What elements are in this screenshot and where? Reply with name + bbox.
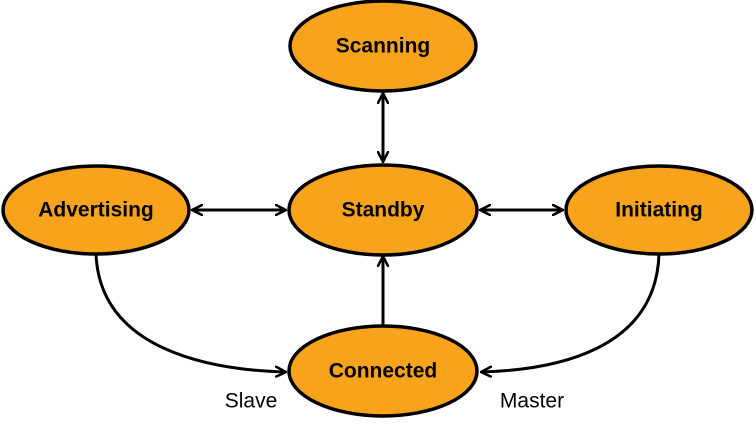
state-advertising-label: Advertising [38, 199, 154, 222]
state-connected: Connected [287, 324, 479, 418]
edge-label-master: Master [500, 390, 564, 413]
edge-label-slave: Slave [225, 390, 278, 413]
state-standby: Standby [287, 163, 479, 257]
state-scanning: Scanning [288, 0, 478, 93]
state-standby-label: Standby [342, 199, 425, 222]
state-advertising-shape [1, 164, 191, 256]
state-standby-shape [287, 163, 479, 257]
state-scanning-label: Scanning [336, 35, 431, 58]
edge-initiating-connected [481, 253, 661, 372]
state-initiating: Initiating [564, 164, 754, 256]
state-connected-shape [287, 324, 479, 418]
state-advertising: Advertising [1, 164, 191, 256]
state-initiating-label: Initiating [615, 199, 703, 222]
edge-advertising-connected [94, 253, 286, 372]
state-scanning-shape [288, 0, 478, 93]
state-initiating-shape [564, 164, 754, 256]
state-connected-label: Connected [329, 360, 438, 383]
